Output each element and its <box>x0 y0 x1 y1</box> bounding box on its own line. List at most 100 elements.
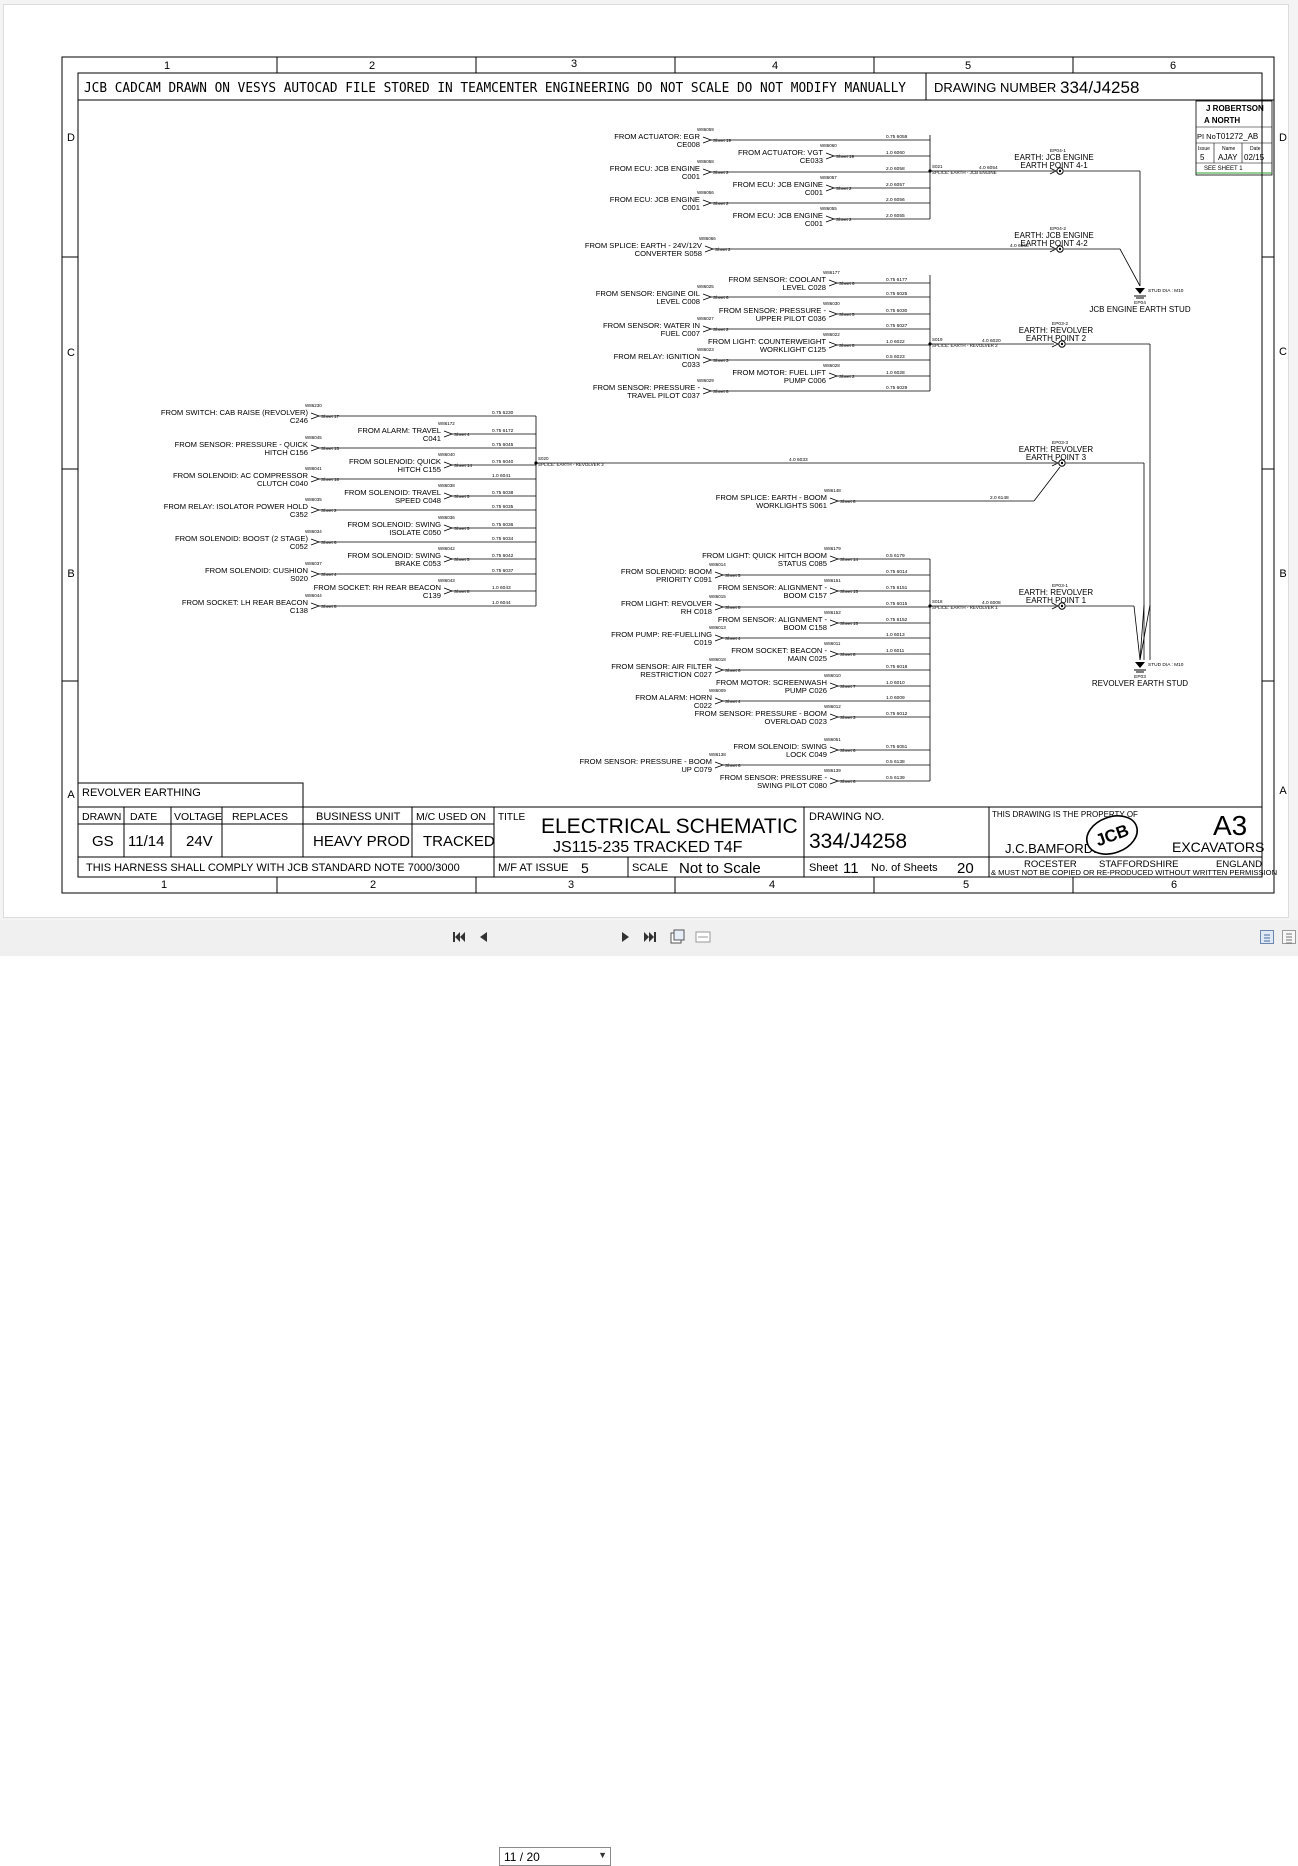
revolver1-feed-8-label-2: RESTRICTION C027 <box>640 670 712 679</box>
revolver1-feed-5-wire-label: 0.75 6152 <box>886 617 908 623</box>
revolver1-feed-2-label-2: PRIORITY C091 <box>656 575 712 584</box>
revolver3-feed-3-sheet-ref: Sheet 15 <box>321 446 340 451</box>
revolver2-feed-8-connector-arrow <box>702 387 713 395</box>
revolver1-feed-3-wire-label: 0.75 6151 <box>886 585 908 591</box>
engine-feed-3-connector-arrow <box>702 168 713 176</box>
revolver3-feed-4-label-2: HITCH C155 <box>398 465 441 474</box>
scale-header: SCALE <box>632 862 668 874</box>
revolver1-feed-5-sheet-ref: Sheet 15 <box>840 621 859 626</box>
single-page-view-button[interactable] <box>1260 930 1274 944</box>
revision-name-header: Name <box>1222 146 1236 152</box>
page-number-select[interactable]: 11 / 20 ▼ <box>499 1847 611 1866</box>
revolver3-feed-11-label-2: S020 <box>290 574 308 583</box>
revolver1-feed-11-label-1: FROM SENSOR: PRESSURE - BOOM <box>695 709 827 718</box>
revolver3-feed-5-wire-label: 1.0 6041 <box>492 473 511 479</box>
revolver1-feed-3-label-2: BOOM C157 <box>784 591 827 600</box>
business-unit-value: HEAVY PROD <box>313 833 410 850</box>
revolver1-feed-14-wire-label: 0.5 6139 <box>886 775 905 781</box>
revolver3-earth-merge <box>1139 604 1145 661</box>
revolver2-feed-7-label-2: PUMP C006 <box>784 376 826 385</box>
engine-feed-4-label-2: C001 <box>805 188 823 197</box>
revision-drawn-by: J ROBERTSON <box>1206 104 1264 113</box>
revolver2-feed-2-label-2: LEVEL C008 <box>656 297 700 306</box>
zone-top-4: 4 <box>772 60 778 72</box>
revolver1-feed-1-label-1: FROM LIGHT: QUICK HITCH BOOM <box>702 551 827 560</box>
revolver1-feed-14-connector-id: W86139 <box>824 768 841 773</box>
revolver1-feed-10-connector-arrow <box>714 697 725 705</box>
revolver3-feed-13-label-2: C138 <box>290 606 308 615</box>
next-page-button[interactable] <box>617 928 635 946</box>
revolver1-feed-2-label-1: FROM SOLENOID: BOOM <box>621 567 712 576</box>
revolver3-feed-7-wire-label: 0.75 6035 <box>492 504 514 510</box>
title-block-frame <box>77 782 1262 877</box>
revolver3-feed-11-connector-id: W86037 <box>305 561 322 566</box>
revolver3-feed-2-connector-arrow <box>443 430 454 438</box>
engine-feed-2-connector-arrow <box>825 152 836 160</box>
location-1: ROCESTER <box>1024 859 1077 870</box>
revolver2-feed-1-connector-id: W86177 <box>823 270 840 275</box>
revolver3-feed-12-wire-label: 1.0 6043 <box>492 585 511 591</box>
header-drawing-label: DRAWING NUMBER <box>934 80 1056 95</box>
revolver2-feed-1-label-2: LEVEL C028 <box>782 283 826 292</box>
revolver1-feed-7-connector-arrow <box>829 650 840 658</box>
revolver1-feed-12-label-2: LOCK C049 <box>786 750 827 759</box>
revolver2-feed-3-label-1: FROM SENSOR: PRESSURE - <box>719 306 827 315</box>
revolver1-feed-6-wire-label: 1.0 6013 <box>886 632 905 638</box>
revolver3-feed-2-label-2: C041 <box>423 434 441 443</box>
mf-issue-header: M/F AT ISSUE <box>498 862 569 874</box>
voltage-value: 24V <box>186 833 213 850</box>
zone-top-2: 2 <box>369 60 375 72</box>
revolver3-feed-5-label-1: FROM SOLENOID: AC COMPRESSOR <box>173 471 309 480</box>
revolver2-feed-7-connector-id: W86028 <box>823 363 840 368</box>
drawing-no-value: 334/J4258 <box>809 830 907 853</box>
revolver1-feed-7-label-2: MAIN C025 <box>788 654 827 663</box>
revolver1-feed-9-wire-label: 1.0 6010 <box>886 680 905 686</box>
revolver2-feed-1-connector-arrow <box>828 279 839 287</box>
revolver1-feed-8-sheet-ref: Sheet 6 <box>725 668 741 673</box>
engine-feed-5-label-2: C001 <box>682 203 700 212</box>
revolver2-feed-1-label-1: FROM SENSOR: COOLANT <box>729 275 827 284</box>
engine-feed-2-label-2: CE033 <box>800 156 823 165</box>
revolver2-feed-4-label-2: FUEL C007 <box>661 329 700 338</box>
revolver1-feed-11-connector-id: W86012 <box>824 704 841 709</box>
revolver2-feed-6-wire-label: 0.5 6023 <box>886 354 905 360</box>
first-page-button[interactable] <box>450 928 468 946</box>
date-value: 11/14 <box>128 833 164 850</box>
continuous-view-button[interactable] <box>1282 930 1296 944</box>
sheet-size: A3 <box>1213 810 1247 841</box>
fit-width-button[interactable] <box>694 928 712 946</box>
earth-point-3-arrow <box>1051 459 1059 467</box>
revolver3-feed-13-connector-arrow <box>310 602 321 610</box>
revision-pi-label: PI No <box>1197 132 1216 141</box>
revolver1-feed-4-sheet-ref: Sheet 8 <box>725 605 741 610</box>
revolver1-feed-14-label-2: SWING PILOT C080 <box>757 781 827 790</box>
revolver2-feed-5-connector-arrow <box>828 341 839 349</box>
revolver3-feed-13-sheet-ref: Sheet 8 <box>321 604 337 609</box>
earth-point-4-2-arrow <box>1049 245 1057 253</box>
first-page-icon <box>453 932 465 942</box>
zone-left-a: A <box>67 789 75 801</box>
document-viewport[interactable]: 1 2 3 4 5 6 1 2 3 4 5 6 D C B A D C B A <box>0 0 1298 921</box>
revision-date-header: Date <box>1250 146 1261 152</box>
revolver1-feed-2-wire-label: 0.75 6014 <box>886 569 908 575</box>
revolver2-feed-8-connector-id: W86029 <box>697 378 714 383</box>
revolver3-feed-8-wire-label: 0.75 6036 <box>492 522 514 528</box>
revolver2-feed-5-sheet-ref: Sheet 8 <box>839 343 855 348</box>
continuous-view-icon <box>1286 933 1292 944</box>
electrical-schematic-drawing: 1 2 3 4 5 6 1 2 3 4 5 6 D C B A D C B A <box>61 56 1287 894</box>
revolver1-feed-3-connector-id: W86151 <box>824 578 841 583</box>
fit-page-button[interactable] <box>668 928 686 946</box>
splice-s019-wire-label: 4.0 6020 <box>982 338 1001 344</box>
earth-point-2-id: EP03-2 <box>1052 321 1068 327</box>
revolver3-feed-7-label-1: FROM RELAY: ISOLATOR POWER HOLD <box>164 502 309 511</box>
revolver1-feed-7-label-1: FROM SOCKET: BEACON - <box>731 646 827 655</box>
revolver2-feed-3-sheet-ref: Sheet 5 <box>839 312 855 317</box>
revolver1-feed-9-sheet-ref: Sheet 7 <box>840 684 856 689</box>
last-page-button[interactable] <box>641 928 659 946</box>
zone-right-c: C <box>1279 346 1287 358</box>
previous-page-button[interactable] <box>474 928 492 946</box>
zone-dividers <box>62 57 1274 893</box>
previous-page-icon <box>480 932 487 942</box>
revolver3-feed-6-label-1: FROM SOLENOID: TRAVEL <box>344 488 441 497</box>
zone-bottom-2: 2 <box>370 879 376 891</box>
